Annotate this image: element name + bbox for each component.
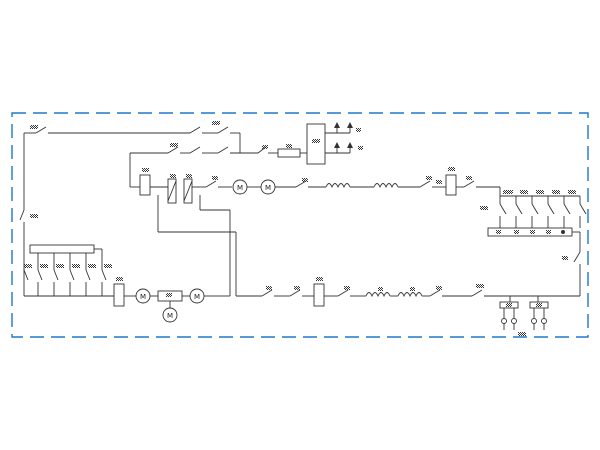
label-tag — [546, 230, 551, 234]
contactor-coil — [313, 283, 325, 307]
label-tag — [312, 139, 320, 143]
label-tag — [142, 168, 149, 172]
arrow-up-icon — [347, 122, 353, 128]
output-terminals — [499, 296, 549, 336]
control-row-upper — [129, 143, 307, 187]
label-tag — [514, 230, 519, 234]
arrow-up-icon — [334, 122, 340, 128]
label-tag — [302, 178, 308, 182]
label-tag — [166, 293, 172, 297]
label-tag — [170, 174, 176, 178]
label-tag — [496, 230, 501, 234]
label-tag — [186, 174, 192, 178]
label-tag — [480, 206, 488, 210]
relay-drop-wires — [157, 195, 237, 297]
main-lower-line — [236, 277, 580, 307]
motor-label: M — [167, 312, 173, 320]
label-tag — [356, 128, 361, 132]
label-tag — [562, 256, 568, 260]
inductor-coil — [325, 183, 351, 189]
contactor-coil — [113, 283, 125, 307]
label-tag — [72, 264, 80, 268]
control-unit-box — [306, 123, 326, 165]
label-tag — [520, 190, 528, 194]
contactor-coil — [139, 174, 151, 196]
inductor-coil — [397, 292, 423, 298]
label-tag — [104, 264, 112, 268]
label-tag — [536, 303, 542, 307]
control-bar — [29, 244, 95, 254]
label-tag — [24, 264, 32, 268]
label-tag — [506, 303, 512, 307]
label-tag — [170, 143, 178, 147]
terminal-dot — [561, 230, 565, 234]
label-tag — [56, 264, 64, 268]
label-tag — [552, 190, 560, 194]
motor-label: M — [265, 184, 271, 192]
label-tag — [358, 146, 363, 150]
label-tag — [40, 264, 48, 268]
inductor-coil — [365, 292, 391, 298]
top-feeder-circuit — [23, 121, 241, 210]
label-tag — [518, 332, 526, 336]
label-tag — [316, 277, 323, 281]
label-tag — [116, 277, 123, 281]
label-tag — [536, 190, 544, 194]
label-tag — [476, 284, 484, 288]
label-tag — [410, 287, 415, 291]
label-tag — [426, 176, 432, 180]
terminal-dot — [511, 318, 517, 324]
label-tag — [30, 125, 38, 129]
motor-symbol — [162, 307, 178, 323]
label-tag — [212, 121, 220, 125]
control-unit — [306, 122, 363, 165]
label-tag — [530, 230, 535, 234]
lower-motor-line: M M M — [113, 277, 220, 323]
terminal-dot — [501, 318, 507, 324]
motor-label: M — [140, 293, 146, 301]
contactor-coil — [445, 174, 457, 196]
terminal-dot — [541, 318, 547, 324]
label-tag — [466, 176, 472, 180]
arrow-up-icon — [334, 142, 340, 148]
label-tag — [436, 286, 442, 290]
label-tag — [436, 180, 442, 184]
label-tag — [344, 286, 350, 290]
label-tag — [378, 287, 383, 291]
label-tag — [448, 167, 455, 171]
main-upper-line: M M — [130, 167, 501, 204]
right-branch-switches — [480, 190, 587, 296]
motor-label: M — [237, 184, 243, 192]
inductor-coil — [373, 183, 399, 189]
fuse-block — [277, 148, 301, 158]
label-tag — [294, 286, 300, 290]
label-tag — [262, 145, 268, 149]
label-tag — [212, 176, 218, 180]
arrow-up-icon — [347, 142, 353, 148]
label-tag — [503, 190, 513, 194]
label-tag — [88, 264, 96, 268]
motor-label: M — [194, 293, 200, 301]
left-bus — [19, 209, 114, 297]
terminal-dot — [531, 318, 537, 324]
label-tag — [286, 144, 292, 148]
label-tag — [30, 214, 38, 218]
label-tag — [568, 190, 576, 194]
label-tag — [266, 286, 272, 290]
